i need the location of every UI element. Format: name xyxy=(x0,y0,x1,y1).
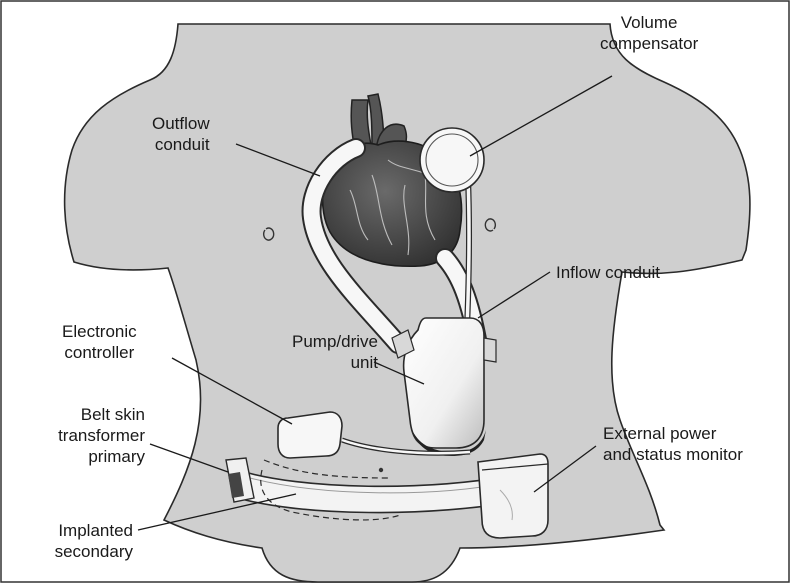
label-electronic-controller: Electronic controller xyxy=(62,321,137,363)
label-outflow-conduit: Outflow conduit xyxy=(152,113,210,155)
label-line: External power xyxy=(603,423,743,444)
label-line: compensator xyxy=(600,33,698,54)
label-line: secondary xyxy=(26,541,133,562)
pump-drive-unit xyxy=(404,318,484,448)
label-volume-compensator: Volume compensator xyxy=(600,12,698,54)
label-pump-drive-unit: Pump/drive unit xyxy=(282,331,378,373)
label-line: primary xyxy=(40,446,145,467)
volume-compensator xyxy=(420,128,484,192)
label-line: Pump/drive xyxy=(282,331,378,352)
label-line: and status monitor xyxy=(603,444,743,465)
pump-port-band-right xyxy=(484,338,496,362)
electronic-controller xyxy=(278,412,342,458)
label-line: conduit xyxy=(152,134,210,155)
label-implanted-secondary: Implanted secondary xyxy=(26,520,133,562)
label-line: unit xyxy=(282,352,378,373)
label-line: Implanted xyxy=(26,520,133,541)
label-line: Outflow xyxy=(152,113,210,134)
label-inflow-conduit: Inflow conduit xyxy=(556,262,660,283)
navel xyxy=(379,468,383,472)
label-line: Inflow conduit xyxy=(556,262,660,283)
label-line: controller xyxy=(62,342,137,363)
label-line: transformer xyxy=(40,425,145,446)
label-belt-skin-transformer-primary: Belt skin transformer primary xyxy=(40,404,145,467)
label-line: Electronic xyxy=(62,321,137,342)
label-external-power-status-monitor: External power and status monitor xyxy=(603,423,743,465)
label-line: Belt skin xyxy=(40,404,145,425)
label-line: Volume xyxy=(600,12,698,33)
